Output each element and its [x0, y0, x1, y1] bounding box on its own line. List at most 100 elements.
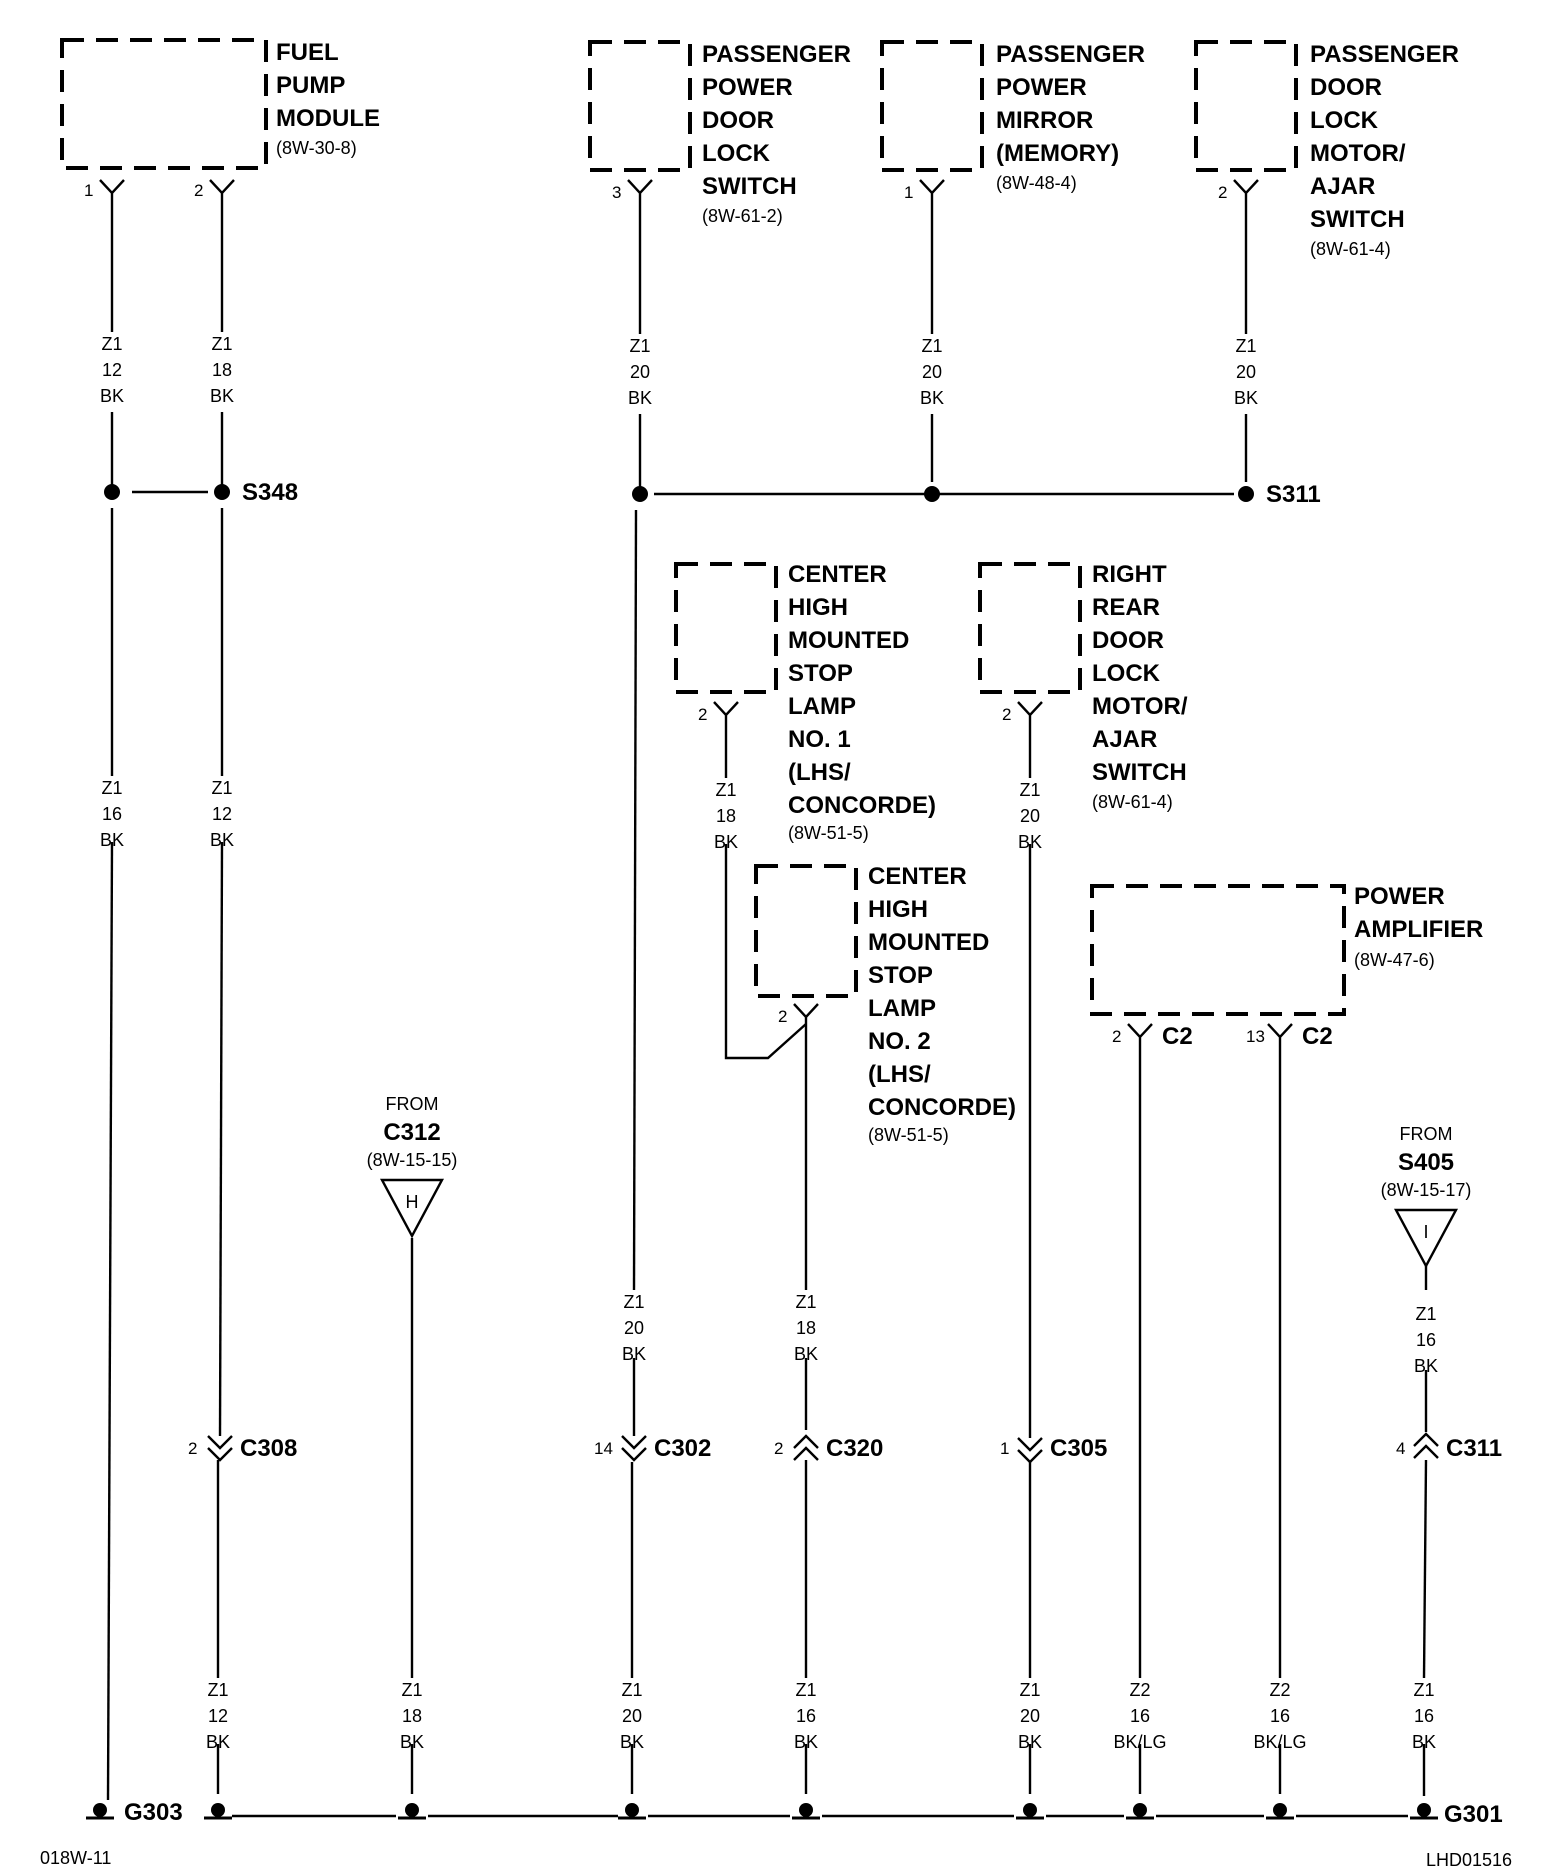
- wire-label-line: BK: [100, 830, 124, 850]
- connector-c305-label: C305: [1050, 1435, 1107, 1462]
- component-line: FUEL: [276, 39, 339, 66]
- chmsl-no2-box: [754, 864, 858, 998]
- component-line: POWER: [996, 74, 1087, 101]
- component-line: REAR: [1092, 594, 1160, 621]
- wire-label-line: Z1: [1235, 336, 1256, 356]
- pin-terminal: [209, 179, 235, 200]
- chmsl-no2-label: CENTER HIGH MOUNTED STOP LAMP NO. 2 (LHS…: [868, 863, 1016, 1145]
- pin-terminal: [1017, 701, 1043, 722]
- splice-dot: [632, 486, 648, 502]
- passenger-door-lock-motor-label: PASSENGER DOOR LOCK MOTOR/ AJAR SWITCH (…: [1310, 41, 1459, 259]
- wire-label-line: Z1: [211, 334, 232, 354]
- wire-label-line: BK: [1018, 1732, 1042, 1752]
- component-ref: (8W-48-4): [996, 173, 1077, 193]
- wire-label-line: 20: [922, 362, 942, 382]
- pin-numbers: 1 2 3 1 2 2 2 2 2 13 C2 C2: [84, 181, 1333, 1050]
- splices: S348 S311: [104, 479, 1321, 508]
- wire-label-line: 16: [796, 1706, 816, 1726]
- connector-c305-icon: [1017, 1437, 1043, 1464]
- component-line: AJAR: [1310, 173, 1375, 200]
- wire-label-line: 20: [622, 1706, 642, 1726]
- wire-label-line: BK: [210, 386, 234, 406]
- component-line: LAMP: [868, 995, 936, 1022]
- chmsl-no1-label: CENTER HIGH MOUNTED STOP LAMP NO. 1 (LHS…: [788, 561, 936, 843]
- ground-icon: [618, 1803, 646, 1820]
- off-page-letter: H: [406, 1192, 419, 1212]
- from-c312: FROM C312 (8W-15-15) H: [367, 1094, 457, 1239]
- power-amplifier-box: [1090, 884, 1346, 1016]
- off-page-triangle-icon: [379, 1178, 445, 1239]
- fuel-pump-module-box: [60, 38, 268, 170]
- pin-number: 1: [84, 181, 93, 200]
- component-ref: (8W-61-4): [1092, 792, 1173, 812]
- component-line: MOTOR/: [1092, 693, 1188, 720]
- ground-icon: [1410, 1803, 1438, 1820]
- wire-label-line: 20: [1236, 362, 1256, 382]
- splice-s311-label: S311: [1266, 481, 1321, 508]
- ground-icon: [204, 1803, 232, 1820]
- component-line: HIGH: [868, 896, 928, 923]
- wire-label-line: BK: [1414, 1356, 1438, 1376]
- component-ref: (8W-47-6): [1354, 950, 1435, 970]
- wire-label-line: 18: [402, 1706, 422, 1726]
- component-line: STOP: [868, 962, 933, 989]
- pin-terminals: [99, 179, 1293, 1044]
- component-line: (LHS/: [868, 1061, 931, 1088]
- power-amplifier-label: POWER AMPLIFIER (8W-47-6): [1354, 883, 1483, 970]
- component-line: MOTOR/: [1310, 140, 1406, 167]
- wire-label-line: BK: [794, 1344, 818, 1364]
- splice-dot: [924, 486, 940, 502]
- component-line: PUMP: [276, 72, 345, 99]
- splice-s348-label: S348: [242, 479, 298, 506]
- pin-number: 2: [194, 181, 203, 200]
- component-line: DOOR: [1092, 627, 1164, 654]
- wire-label-line: BK/LG: [1113, 1732, 1166, 1752]
- component-ref: (8W-61-4): [1310, 239, 1391, 259]
- component-line: RIGHT: [1092, 561, 1167, 588]
- fuel-pump-module-label: FUEL PUMP MODULE (8W-30-8): [276, 39, 380, 158]
- wire-label-line: Z1: [1019, 780, 1040, 800]
- component-line: CONCORDE): [868, 1094, 1016, 1121]
- wire-label-line: Z2: [1269, 1680, 1290, 1700]
- wire-label-line: Z1: [1413, 1680, 1434, 1700]
- ground-icon: [86, 1803, 114, 1820]
- right-rear-door-lock-motor-label: RIGHT REAR DOOR LOCK MOTOR/ AJAR SWITCH …: [1092, 561, 1188, 812]
- component-line: STOP: [788, 660, 853, 687]
- component-line: SWITCH: [702, 173, 797, 200]
- connector-c311-label: C311: [1446, 1435, 1502, 1462]
- wire-label-line: BK: [714, 832, 738, 852]
- ground-icon: [1126, 1803, 1154, 1820]
- from-label: FROM: [1400, 1124, 1453, 1144]
- passenger-power-mirror-box: [880, 40, 984, 172]
- wire-label-line: Z1: [207, 1680, 228, 1700]
- component-line: POWER: [1354, 883, 1445, 910]
- splice-dot: [104, 484, 120, 500]
- connector-c302-icon: [621, 1435, 647, 1462]
- component-line: CENTER: [788, 561, 887, 588]
- wire-label-line: Z1: [715, 780, 736, 800]
- component-line: MIRROR: [996, 107, 1093, 134]
- connector-c311-icon: [1413, 1432, 1439, 1459]
- component-line: AJAR: [1092, 726, 1157, 753]
- component-line: DOOR: [702, 107, 774, 134]
- wire-label-line: Z1: [795, 1680, 816, 1700]
- wire-label-line: BK: [1412, 1732, 1436, 1752]
- pin-number: 2: [778, 1007, 787, 1026]
- wire-label-line: 16: [1416, 1330, 1436, 1350]
- wire: [632, 509, 638, 1291]
- component-ref: (8W-51-5): [868, 1125, 949, 1145]
- component-line: DOOR: [1310, 74, 1382, 101]
- off-page-letter: I: [1423, 1222, 1428, 1242]
- component-line: LOCK: [702, 140, 771, 167]
- connector-pin: 14: [594, 1439, 613, 1458]
- wire-label-line: 16: [1414, 1706, 1434, 1726]
- ground-icon: [792, 1803, 820, 1820]
- wire-label-line: Z2: [1129, 1680, 1150, 1700]
- wire-label-line: Z1: [101, 334, 122, 354]
- wire-label-line: BK: [920, 388, 944, 408]
- ground-icon: [1266, 1803, 1294, 1820]
- wire-label-line: BK: [1234, 388, 1258, 408]
- wire-label-line: Z1: [101, 778, 122, 798]
- wire-label-line: Z1: [921, 336, 942, 356]
- grounds: G303: [86, 1799, 1503, 1828]
